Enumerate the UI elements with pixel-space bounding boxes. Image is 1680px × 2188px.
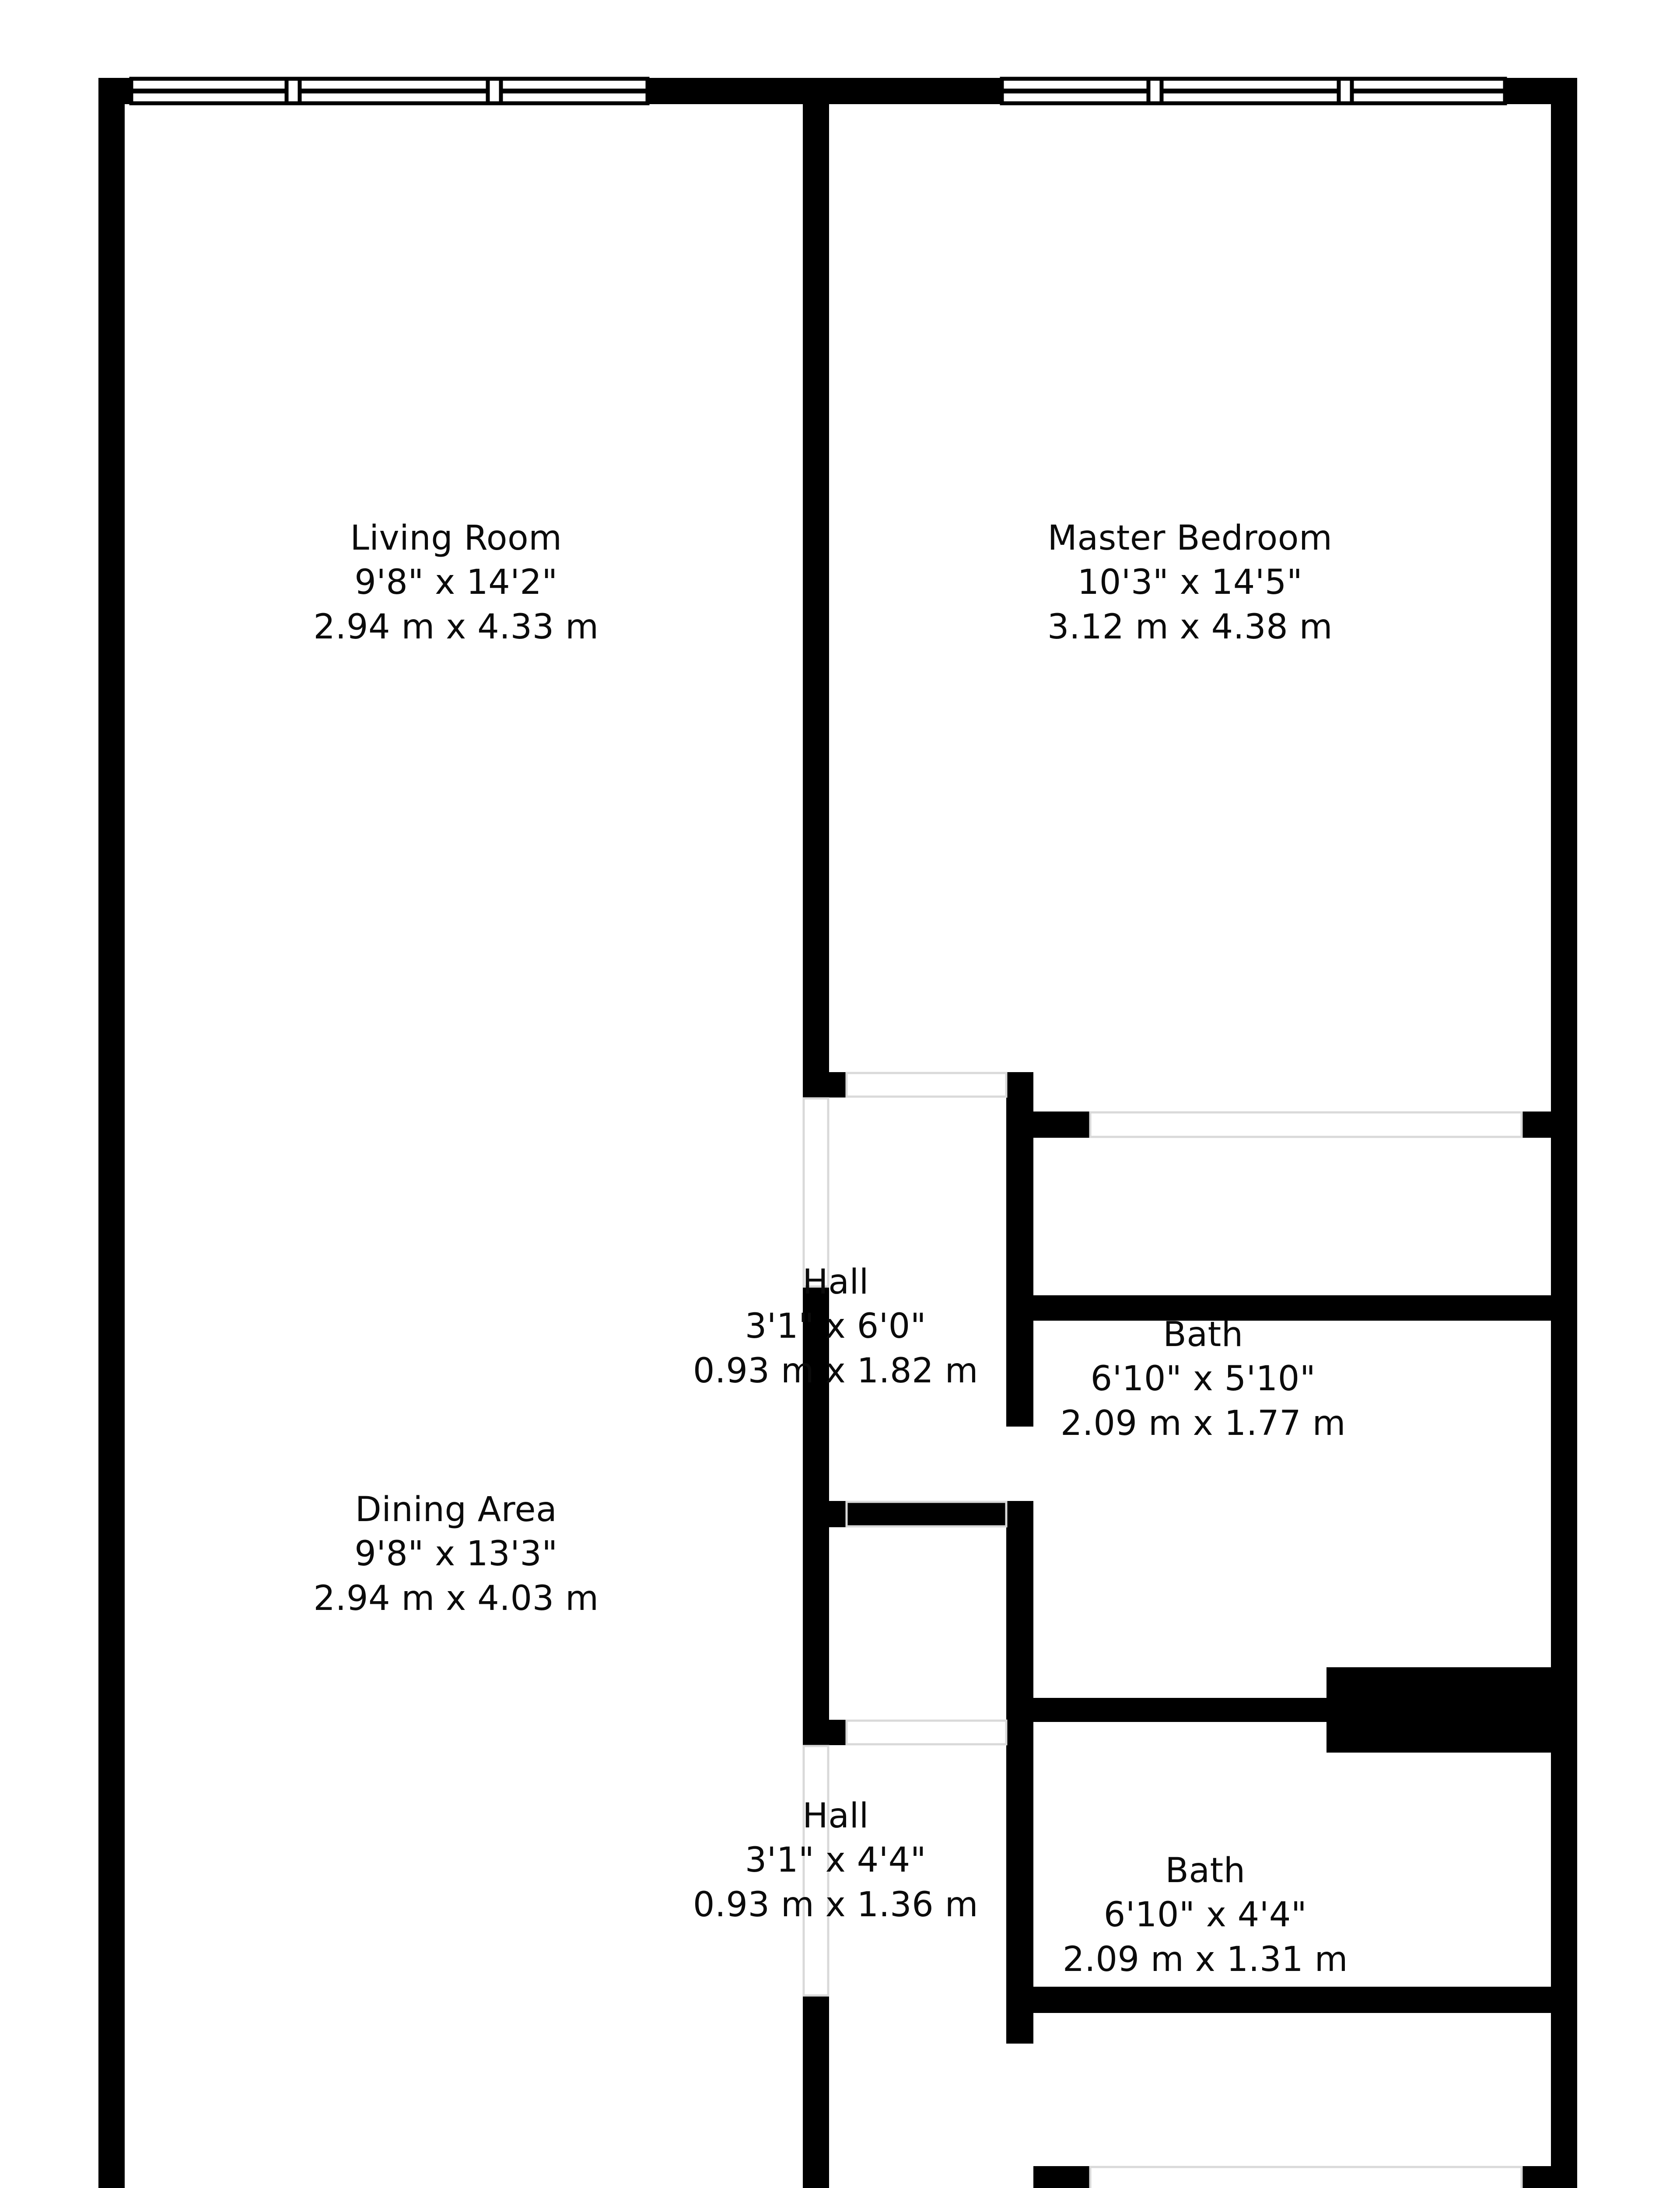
wall-exterior-right (1551, 78, 1577, 2188)
wall-lower-bath-bottom-right-jamb (1522, 2166, 1551, 2188)
room-label-dining-area: Dining Area 9'8" x 13'3" 2.94 m x 4.03 m (109, 1488, 803, 1621)
room-label-hall-upper: Hall 3'1" x 6'0" 0.93 m x 1.82 m (588, 1260, 1083, 1393)
wall-lower-hall-head-right-stub (1006, 1720, 1033, 1745)
opening-upper-hall-head (845, 1072, 1008, 1098)
wall-midright-horizontal (1033, 1698, 1326, 1722)
window-divider-2 (486, 77, 503, 105)
wall-upper-bath-north-right-jamb (1522, 1112, 1551, 1138)
room-name: Hall (802, 1796, 869, 1836)
room-dimensions-metric: 2.09 m x 1.77 m (1060, 1403, 1346, 1443)
wall-upper-bath-north-left-jamb (1033, 1112, 1090, 1138)
room-dimensions-imperial: 9'8" x 14'2" (354, 563, 558, 603)
wall-exterior-left (98, 78, 125, 2188)
room-label-hall-lower: Hall 3'1" x 4'4" 0.93 m x 1.36 m (588, 1794, 1083, 1927)
room-name: Bath (1165, 1851, 1246, 1890)
room-dimensions-metric: 2.94 m x 4.33 m (313, 607, 599, 647)
window-divider-1 (1146, 77, 1164, 105)
wall-center-spine-upper (803, 78, 829, 1098)
wall-upper-hall-head-left-stub (803, 1072, 847, 1098)
room-dimensions-metric: 3.12 m x 4.38 m (1047, 607, 1333, 647)
opening-lower-bath-bottom (1089, 2166, 1523, 2188)
interior-walls (803, 78, 1577, 2188)
door-openings (802, 1072, 1523, 2188)
opening-lower-hall-head (845, 1719, 1008, 1746)
wall-center-spine-lower (803, 1995, 829, 2188)
opening-upper-hall-door-left (802, 1097, 830, 1288)
room-dimensions-imperial: 6'10" x 4'4" (1103, 1895, 1307, 1935)
wall-between-halls (803, 1501, 1033, 1527)
room-dimensions-metric: 0.93 m x 1.82 m (693, 1351, 979, 1391)
room-name: Hall (802, 1262, 869, 1302)
wall-exterior-top-left-stub (98, 78, 131, 104)
room-label-bath-upper: Bath 6'10" x 5'10" 2.09 m x 1.77 m (858, 1313, 1549, 1446)
room-name: Bath (1163, 1315, 1243, 1354)
room-dimensions-imperial: 3'1" x 6'0" (745, 1307, 927, 1346)
wall-hall-east-upper (1006, 1072, 1033, 1427)
room-dimensions-metric: 2.94 m x 4.03 m (313, 1578, 599, 1618)
room-label-bath-lower: Bath 6'10" x 4'4" 2.09 m x 1.31 m (860, 1849, 1551, 1982)
window-divider-2 (1337, 77, 1354, 105)
room-dimensions-imperial: 3'1" x 4'4" (745, 1841, 927, 1880)
opening-lower-hall-door-left (802, 1745, 830, 1997)
room-dimensions-imperial: 6'10" x 5'10" (1090, 1359, 1316, 1399)
opening-between-halls (845, 1501, 1008, 1528)
wall-lower-bath-bottom-left-jamb (1033, 2166, 1090, 2188)
fixture-solid-block (1326, 1667, 1577, 1753)
room-label-living-room: Living Room 9'8" x 14'2" 2.94 m x 4.33 m (109, 516, 803, 649)
room-name: Master Bedroom (1047, 519, 1333, 558)
room-name: Living Room (350, 519, 562, 558)
wall-upper-bath-south (1033, 1295, 1551, 1321)
wall-hall-east-lower (1006, 1527, 1033, 2044)
window-living-room (129, 77, 650, 105)
room-label-master-bedroom: Master Bedroom 10'3" x 14'5" 3.12 m x 4.… (829, 516, 1551, 649)
room-dimensions-imperial: 9'8" x 13'3" (354, 1534, 558, 1574)
wall-lower-bath-south (1006, 1987, 1577, 2013)
room-name: Dining Area (355, 1490, 557, 1529)
room-dimensions-metric: 0.93 m x 1.36 m (693, 1885, 979, 1925)
room-dimensions-imperial: 10'3" x 14'5" (1077, 563, 1303, 603)
window-master-bedroom (1000, 77, 1507, 105)
wall-lower-hall-head-left-stub (803, 1720, 847, 1745)
room-dimensions-metric: 2.09 m x 1.31 m (1062, 1939, 1348, 1979)
wall-upper-hall-head-right-stub (1006, 1072, 1033, 1098)
opening-upper-bath-north (1089, 1111, 1523, 1138)
window-divider-1 (284, 77, 302, 105)
wall-exterior-top-right-stub (1505, 78, 1577, 104)
